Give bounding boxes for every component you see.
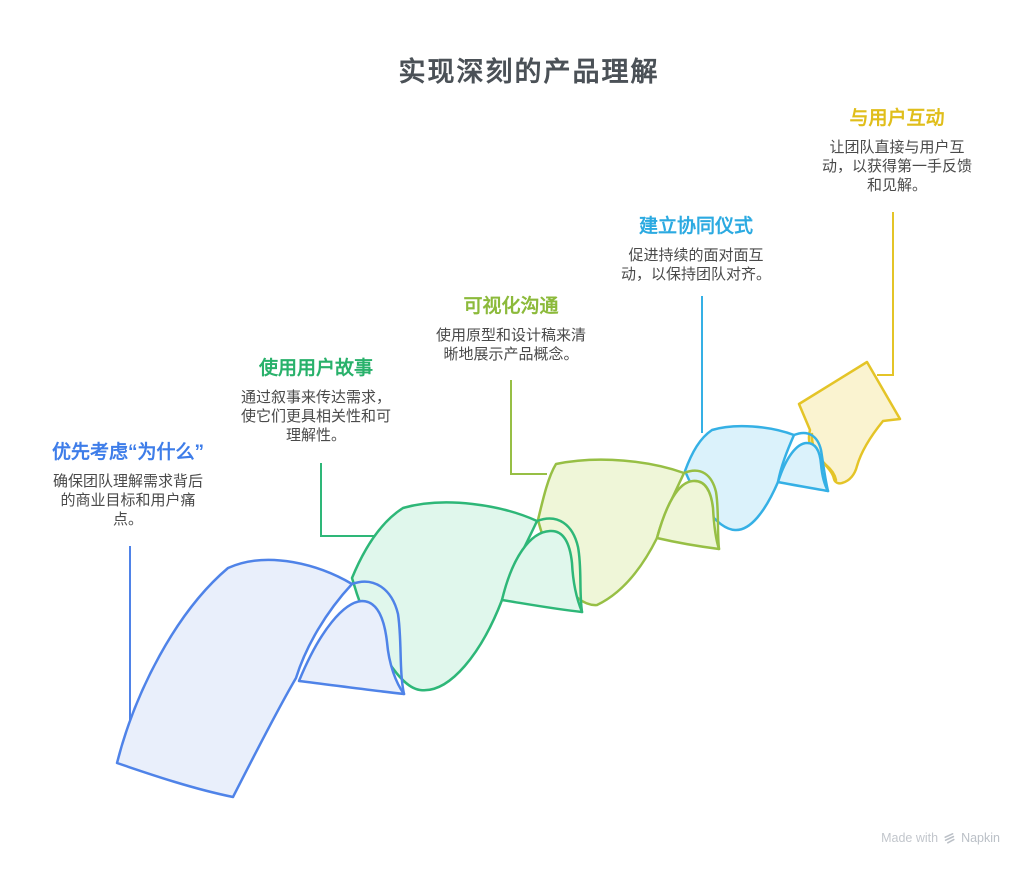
step-3-heading: 可视化沟通	[463, 296, 559, 317]
step-block-1: 优先考虑“为什么” 确保团队理解需求背后 的商业目标和用户痛 点。	[28, 441, 228, 529]
page-title: 实现深刻的产品理解	[398, 57, 660, 87]
wave-hill-step-1	[115, 558, 406, 799]
step-4-heading: 建立协同仪式	[638, 216, 753, 237]
wave-curl	[776, 441, 830, 493]
wave-curl-outer-edge	[535, 517, 584, 614]
step-3-description: 使用原型和设计稿来清 晰地展示产品概念。	[435, 327, 586, 363]
napkin-logo-icon	[944, 832, 955, 844]
wave-curl	[500, 529, 584, 614]
connector-line-step-5	[877, 212, 894, 376]
step-1-description: 确保团队理解需求背后 的商业目标和用户痛 点。	[52, 473, 203, 528]
step-1-heading: 优先考虑“为什么”	[51, 442, 204, 463]
wave-hill-step-2	[350, 501, 584, 692]
wave-hill-step-3	[536, 458, 721, 607]
watermark-brand: Napkin	[961, 831, 1000, 845]
step-2-heading: 使用用户故事	[258, 358, 373, 379]
step-5-heading: 与用户互动	[849, 108, 945, 129]
step-block-4: 建立协同仪式 促进持续的面对面互 动，以保持团队对齐。	[596, 215, 796, 284]
wave-curl	[655, 479, 721, 551]
step-block-5: 与用户互动 让团队直接与用户互 动，以获得第一手反馈 和见解。	[797, 107, 997, 195]
wave-band	[115, 558, 354, 799]
step-5-description: 让团队直接与用户互 动，以获得第一手反馈 和见解。	[821, 139, 972, 194]
connector-line-step-2	[320, 463, 381, 537]
wave-curl-outer-edge	[792, 431, 830, 493]
step-block-2: 使用用户故事 通过叙事来传达需求， 使它们更具相关性和可 理解性。	[216, 357, 416, 445]
wave-curl	[297, 599, 406, 696]
step-2-description: 通过叙事来传达需求， 使它们更具相关性和可 理解性。	[240, 389, 391, 444]
step-block-3: 可视化沟通 使用原型和设计稿来清 晰地展示产品概念。	[411, 295, 611, 364]
connector-line-step-3	[510, 380, 547, 475]
step-4-description: 促进持续的面对面互 动，以保持团队对齐。	[620, 247, 771, 283]
wave-curl-outer-edge	[350, 580, 406, 696]
wave-curl-outer-edge	[682, 469, 721, 551]
made-with-napkin-watermark: Made with Napkin	[881, 831, 1000, 845]
watermark-prefix: Made with	[881, 831, 939, 845]
